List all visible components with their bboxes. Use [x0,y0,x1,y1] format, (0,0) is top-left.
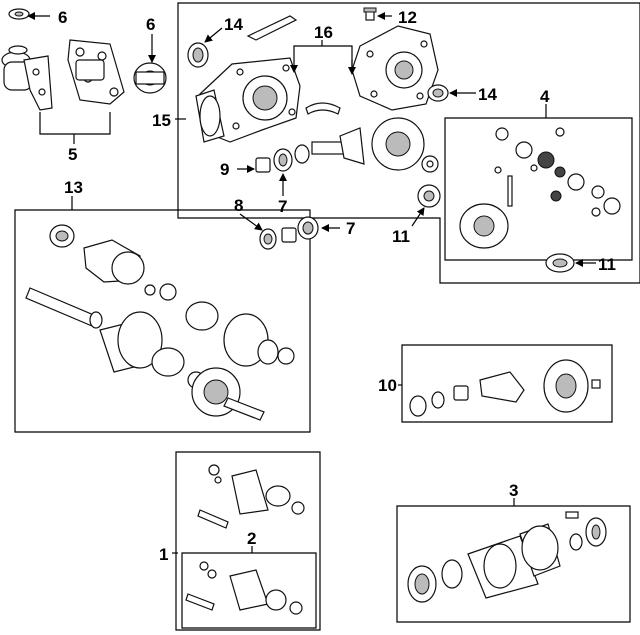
group-box-front-axle-kit [175,451,321,631]
cushion-part [8,8,30,20]
callout-15: 15 [152,111,171,130]
cushion-part-right [133,62,167,94]
callout-11-lower: 11 [598,255,616,274]
pinion-bearing-parts [255,144,319,250]
callout-2: 2 [247,529,256,548]
group-box-pinion [401,344,613,423]
callout-5: 5 [68,145,77,164]
group-box-outer-joint [396,505,631,623]
differential-cover [351,25,439,111]
group-box-boot-kit [181,552,317,629]
outer-joint-assembly [407,511,607,603]
callout-6-right: 6 [146,15,155,34]
callout-8: 8 [234,196,243,215]
side-seal-lower [545,253,575,273]
callout-7-lower: 7 [346,219,355,238]
joint-boot-kit [185,464,305,615]
group-box-axle-shaft [14,209,311,433]
callout-14-right: 14 [478,85,497,104]
side-seal [417,184,441,208]
callout-9: 9 [220,160,229,179]
breather-plug [363,7,377,21]
callout-14-left: 14 [224,15,243,34]
pinion-assembly [409,359,601,417]
differential-carrier [195,15,301,143]
callout-1: 1 [159,545,168,564]
oil-seal-left [187,42,209,68]
callout-16: 16 [314,23,333,42]
callout-10: 10 [378,376,397,395]
shim-clip [305,102,341,115]
callout-6-top: 6 [58,8,67,27]
callout-11-upper: 11 [392,227,410,246]
callout-4: 4 [540,87,550,106]
group-box-differential [177,2,640,284]
callout-7-upper: 7 [278,197,287,216]
differential-internals [459,127,621,249]
mount-bracket-part [1,39,125,111]
callout-12: 12 [398,8,417,27]
callout-3: 3 [509,481,518,500]
oil-seal-right [427,84,449,102]
axle-shaft-assembly [25,224,295,421]
callout-13: 13 [64,178,83,197]
group-box-differential-internals [444,117,633,261]
pinion-ring-gear [311,117,439,173]
